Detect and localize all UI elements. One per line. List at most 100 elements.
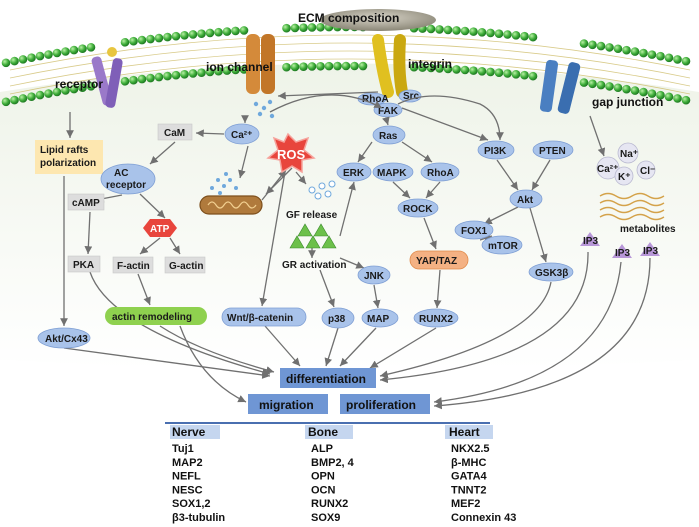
lipid-head-bead [316,61,325,71]
lipid-head-bead [188,30,198,39]
bone-marker-item: BMP2, 4 [311,457,355,469]
lipid-head-bead [613,44,623,54]
wnt-pill [221,307,307,327]
lipid-head-bead [282,62,291,72]
signaling-arrow [159,325,275,374]
signaling-arrow [295,171,307,185]
signaling-arrow [392,181,411,199]
signaling-arrow [529,207,548,263]
lipid-head-bead [494,68,504,78]
lipid-head-bead [511,31,521,40]
lipid-head-bead [469,27,478,36]
ion-channel-label: ion channel [206,60,273,74]
ion-dots [253,99,275,119]
lipid-head-bead [222,66,232,75]
lipid-head-bead [664,53,674,63]
ros-star [266,132,316,174]
p38-label: p38 [328,314,346,325]
nerve-marker-item: NEFL [172,471,201,483]
ip3-label-1: IP3 [583,236,598,247]
lipid-head-bead [86,82,96,91]
lipid-head-bead [27,53,36,63]
lipid-head-bead [681,95,691,105]
lipid-head-bead [163,32,172,42]
bone-marker-item: ALP [311,443,333,455]
rock-label: ROCK [403,204,433,215]
lipid-head-bead [290,23,300,33]
jnk-label: JNK [364,271,385,282]
proliferation-label: proliferation [346,398,416,412]
lipid-head-bead [171,70,181,80]
k-label: K⁺ [618,172,631,183]
signaling-arrow [63,347,271,379]
lipid-head-bead [511,70,521,79]
lipid-head-bead [647,50,657,59]
lipid-head-bead [596,41,606,51]
integrin-label: integrin [408,57,452,71]
signaling-arrow [589,115,606,157]
lipid-head-bead [69,45,79,55]
lipid-head-bead [1,97,11,107]
camp-label: cAMP [72,198,100,209]
lipid-head-bead [426,63,436,73]
ion-channel-protein [246,34,275,94]
lipid-head-bead [214,66,223,76]
lipid-head-bead [222,27,232,36]
membrane-lipid-tails [9,34,691,95]
heart-marker-item: Connexin 43 [451,512,516,524]
signaling-arrow [496,159,519,191]
lipid-head-bead [299,62,308,71]
lipid-head-bead [180,30,189,40]
atp-hexagon [143,219,177,237]
ros-label: ROS [277,147,306,162]
differentiation-label: differentiation [286,372,366,386]
ip3-triangle-2 [612,244,632,258]
signaling-arrow [433,257,651,410]
lipid-head-bead [605,82,614,91]
erk-label: ERK [343,168,365,179]
signaling-arrow [319,269,335,308]
receptor-protein [91,47,123,108]
signaling-arrow [238,145,249,179]
lipid-head-bead [477,66,487,76]
lipid-head-bead [86,43,96,52]
lipid-head-bead [163,71,172,81]
actin-remodeling-label: actin remodeling [112,312,192,323]
lipid-head-bead [27,92,36,102]
lipid-head-bead [10,95,19,105]
lipid-head-bead [622,84,631,94]
cam-box [157,123,193,141]
ca-right-label: Ca²⁺ [597,164,618,175]
heart-marker-item: β-MHC [451,457,486,469]
lipid-head-bead [120,38,130,47]
ip3-label-2: IP3 [615,248,630,259]
lipid-head-bead [503,69,512,78]
lipid-head-bead [137,35,147,45]
lipid-head-bead [205,67,215,77]
lipid-head-bead [10,56,19,66]
mitochondrion [199,195,263,215]
lipid-head-bead [452,65,461,74]
src-small-label: Src [403,91,420,102]
pka-label: PKA [73,260,94,271]
bone-marker-item: RUNX2 [311,498,348,510]
lipid-head-bead [639,87,648,97]
yap-taz-label: YAP/TAZ [416,256,457,267]
pi3k-node [477,140,515,160]
signaling-arrow [397,95,504,141]
lipid-head-bead [673,55,682,64]
lipid-head-bead [307,62,317,71]
lipid-head-bead [197,68,206,77]
lipid-head-bead [146,73,155,83]
lipid-head-bead [324,61,334,71]
bone-marker-item: SOX9 [311,512,340,524]
g-actin-box [164,256,206,274]
lipid-head-bead [78,44,87,53]
lipid-head-bead [443,64,453,74]
lipid-head-bead [639,48,648,58]
lipid-head-bead [333,61,342,71]
jnk-node [357,265,391,285]
signaling-arrow [169,237,181,255]
